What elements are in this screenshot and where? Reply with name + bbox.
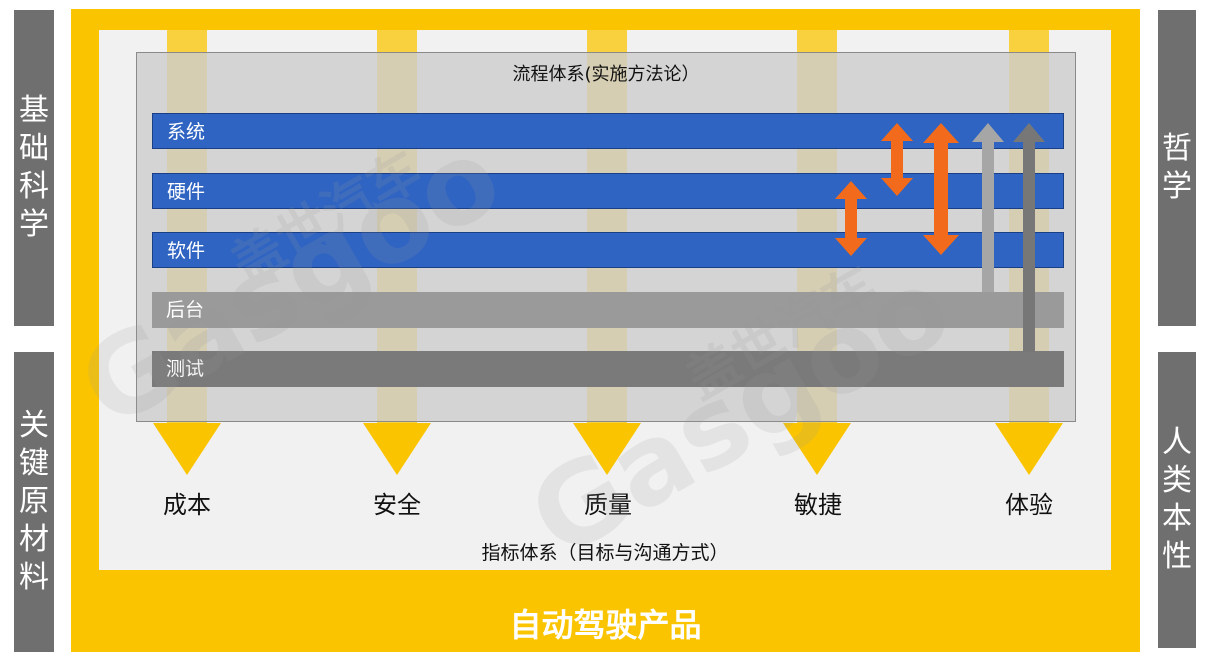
metric-safety: 安全 (373, 491, 421, 519)
double-arrow-icon (923, 123, 959, 255)
side-label-text: 关键原材料 (19, 408, 49, 595)
layer-band-system: 系统 (152, 113, 1064, 149)
double-arrow-icon (881, 123, 913, 196)
layer-band-software: 软件 (152, 232, 1064, 268)
side-label-text: 基础科学 (19, 93, 49, 242)
up-arrow-icon (1013, 123, 1045, 352)
layer-band-testing: 测试 (152, 351, 1064, 387)
side-label-key-materials: 关键原材料 (14, 352, 54, 652)
side-label-philosophy: 哲学 (1158, 10, 1196, 326)
layer-band-backend: 后台 (152, 292, 1064, 328)
side-label-foundational-science: 基础科学 (14, 10, 54, 326)
metric-experience: 体验 (1005, 491, 1053, 519)
arrow-down-icon (783, 423, 851, 475)
arrow-down-icon (995, 423, 1063, 475)
arrow-down-icon (363, 423, 431, 475)
metric-agility: 敏捷 (794, 491, 842, 519)
metric-cost: 成本 (163, 491, 211, 519)
arrow-down-icon (153, 423, 221, 475)
side-label-text: 人类本性 (1162, 425, 1192, 574)
product-label: 自动驾驶产品 (509, 606, 702, 644)
process-title: 流程体系(实施方法论） (512, 64, 700, 85)
side-label-human-nature: 人类本性 (1158, 352, 1196, 648)
metric-quality: 质量 (584, 491, 632, 519)
side-label-text: 哲学 (1162, 131, 1192, 204)
up-arrow-icon (972, 123, 1004, 292)
arrow-down-icon (573, 423, 641, 475)
metrics-title: 指标体系（目标与沟通方式） (481, 542, 729, 564)
double-arrow-icon (835, 181, 867, 256)
